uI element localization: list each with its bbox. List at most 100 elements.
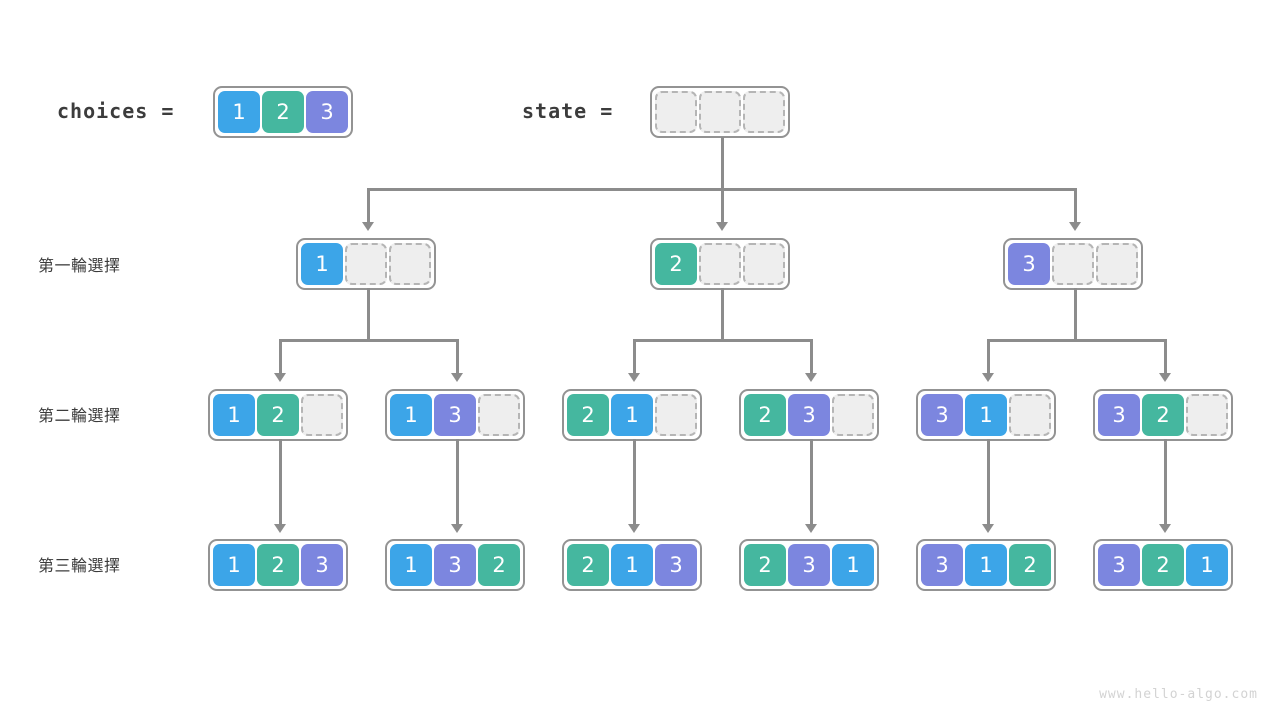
round1-node-1: 1 (296, 238, 436, 290)
state-cell-1 (655, 91, 697, 133)
round3-node-1-cell-2: 2 (257, 544, 299, 586)
arrow-head-round2-6 (1159, 373, 1171, 382)
connector-round1-2-stem (721, 288, 724, 340)
choices-label: choices = (57, 99, 175, 123)
connector-round2-bus-3 (987, 339, 1167, 342)
connector-round1-3-stem (1074, 288, 1077, 340)
connector-to-round2-node-5 (987, 339, 990, 377)
round3-node-2-cell-3: 2 (478, 544, 520, 586)
round2-node-3-cell-1: 2 (567, 394, 609, 436)
round1-node-1-cell-3 (389, 243, 431, 285)
connector-to-round2-node-3 (633, 339, 636, 377)
arrow-head-round3-5 (982, 524, 994, 533)
arrow-head-round3-3 (628, 524, 640, 533)
connector-state-stem (721, 137, 724, 189)
state-cell-3 (743, 91, 785, 133)
round1-node-2-cell-1: 2 (655, 243, 697, 285)
round3-node-3-cell-1: 2 (567, 544, 609, 586)
round3-node-5-cell-3: 2 (1009, 544, 1051, 586)
round1-node-2: 2 (650, 238, 790, 290)
connector-round1-1-stem (367, 288, 370, 340)
round3-node-5-cell-2: 1 (965, 544, 1007, 586)
connector-to-round3-node-1 (279, 439, 282, 528)
arrow-head-round1-3 (1069, 222, 1081, 231)
connector-to-round3-node-3 (633, 439, 636, 528)
round3-node-2-cell-1: 1 (390, 544, 432, 586)
connector-to-round3-node-6 (1164, 439, 1167, 528)
round3-node-6-cell-1: 3 (1098, 544, 1140, 586)
round1-node-3-cell-2 (1052, 243, 1094, 285)
arrow-head-round1-1 (362, 222, 374, 231)
round3-node-4-cell-3: 1 (832, 544, 874, 586)
connector-to-round2-node-4 (810, 339, 813, 377)
round2-node-3-cell-2: 1 (611, 394, 653, 436)
round2-node-1-cell-2: 2 (257, 394, 299, 436)
round2-node-6-cell-2: 2 (1142, 394, 1184, 436)
arrow-head-round3-2 (451, 524, 463, 533)
round1-node-3-cell-3 (1096, 243, 1138, 285)
round1-node-2-cell-2 (699, 243, 741, 285)
choices-cell-3: 3 (306, 91, 348, 133)
arrow-head-round2-2 (451, 373, 463, 382)
arrow-head-round2-3 (628, 373, 640, 382)
connector-to-round1-node-1 (367, 188, 370, 226)
connector-to-round3-node-5 (987, 439, 990, 528)
round2-node-2-cell-3 (478, 394, 520, 436)
round1-node-1-cell-2 (345, 243, 387, 285)
arrow-head-round3-4 (805, 524, 817, 533)
round2-node-4-cell-2: 3 (788, 394, 830, 436)
connector-to-round3-node-2 (456, 439, 459, 528)
round2-node-2-cell-1: 1 (390, 394, 432, 436)
row-label-round1: 第一輪選擇 (38, 256, 121, 275)
choices-cell-2: 2 (262, 91, 304, 133)
round3-node-3-cell-3: 3 (655, 544, 697, 586)
arrow-head-round2-4 (805, 373, 817, 382)
round3-node-4-cell-2: 3 (788, 544, 830, 586)
arrow-head-round1-2 (716, 222, 728, 231)
choices-cell-1: 1 (218, 91, 260, 133)
connector-to-round1-node-2 (721, 188, 724, 226)
connector-to-round2-node-6 (1164, 339, 1167, 377)
arrow-head-round3-6 (1159, 524, 1171, 533)
round2-node-6-cell-3 (1186, 394, 1228, 436)
round2-node-5-cell-1: 3 (921, 394, 963, 436)
round3-node-5-cell-1: 3 (921, 544, 963, 586)
state-cell-2 (699, 91, 741, 133)
round1-node-3: 3 (1003, 238, 1143, 290)
round3-node-6-cell-2: 2 (1142, 544, 1184, 586)
connector-to-round3-node-4 (810, 439, 813, 528)
round1-node-2-cell-3 (743, 243, 785, 285)
round2-node-5-cell-3 (1009, 394, 1051, 436)
arrow-head-round2-1 (274, 373, 286, 382)
arrow-head-round2-5 (982, 373, 994, 382)
round2-node-4-cell-3 (832, 394, 874, 436)
round3-node-1-cell-1: 1 (213, 544, 255, 586)
round3-node-2-cell-2: 3 (434, 544, 476, 586)
round3-node-4-cell-1: 2 (744, 544, 786, 586)
state-array (650, 86, 790, 138)
connector-to-round2-node-1 (279, 339, 282, 377)
round3-node-1-cell-3: 3 (301, 544, 343, 586)
arrow-head-round3-1 (274, 524, 286, 533)
state-label: state = (522, 99, 614, 123)
round2-node-2-cell-2: 3 (434, 394, 476, 436)
round2-node-4-cell-1: 2 (744, 394, 786, 436)
row-label-round3: 第三輪選擇 (38, 556, 121, 575)
connector-to-round2-node-2 (456, 339, 459, 377)
round1-node-1-cell-1: 1 (301, 243, 343, 285)
round3-node-6-cell-3: 1 (1186, 544, 1228, 586)
round2-node-5-cell-2: 1 (965, 394, 1007, 436)
round3-node-3-cell-2: 1 (611, 544, 653, 586)
